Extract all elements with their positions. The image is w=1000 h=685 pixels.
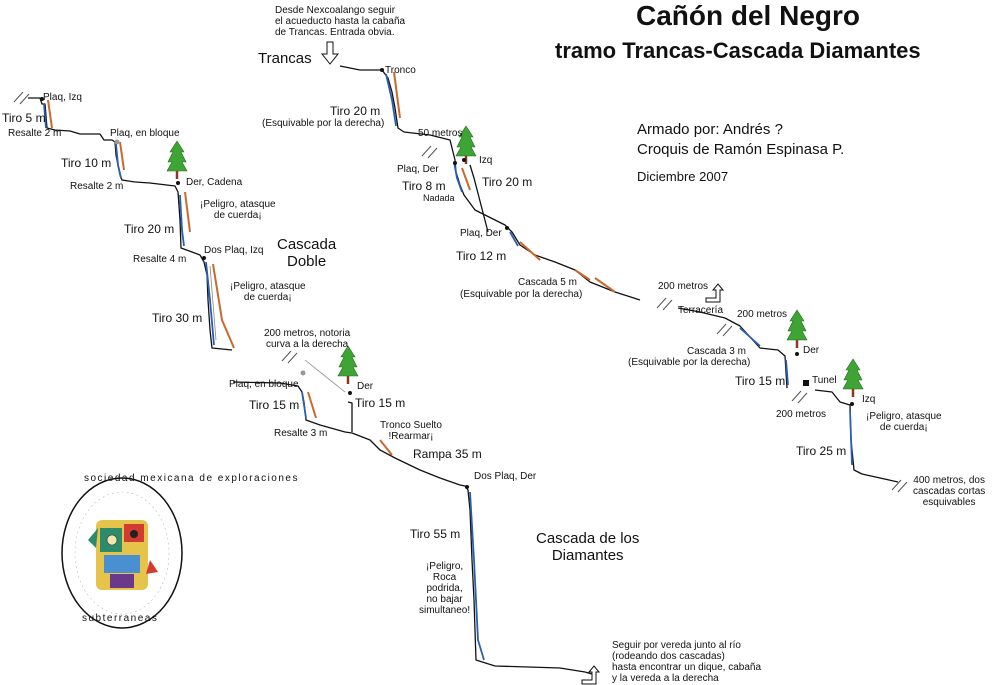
peligro-3-label: ¡Peligro, atasque de cuerda¡ <box>866 411 942 433</box>
logo-emblem-icon <box>61 477 183 629</box>
trancas-label: Trancas <box>258 50 312 67</box>
izq-label-1: Izq <box>479 155 493 166</box>
resalte-2b-label: Resalte 2 m <box>70 181 124 192</box>
tiro-20c-label: Tiro 20 m <box>124 222 175 236</box>
approach-note: Desde Nexcoalango seguir el acueducto ha… <box>275 5 406 38</box>
200-metros-c-label: 200 metros <box>776 409 827 420</box>
turn-up-arrow-icon <box>581 283 725 685</box>
left-rock-walls <box>47 99 393 456</box>
middle-rock-walls <box>393 71 616 293</box>
tiro-25-label: Tiro 25 m <box>796 444 847 458</box>
esquivable-3-label: (Esquivable por la derecha) <box>628 357 751 368</box>
200-metros-curva-label: 200 metros, notoria curva a la derecha <box>264 328 351 350</box>
tiro-8-label: Tiro 8 m <box>402 179 446 193</box>
middle-canyon-profile <box>339 65 788 389</box>
credit-armado: Armado por: Andrés ? <box>637 121 783 138</box>
cascada-doble-label: Cascada Doble <box>277 236 337 270</box>
plaq-der-label-2: Plaq, Der <box>460 228 502 239</box>
tiro-20a-label: Tiro 20 m <box>330 104 381 118</box>
izq-label-3: Izq <box>862 394 876 405</box>
left-rope-lines <box>209 265 346 393</box>
peligro-2-label: ¡Peligro, atasque de cuerda¡ <box>230 281 306 303</box>
200-metros-a-label: 200 metros <box>658 281 709 292</box>
tiro-12-label: Tiro 12 m <box>456 249 507 263</box>
tiro-30-label: Tiro 30 m <box>152 311 203 325</box>
middle-water-stream <box>385 73 789 386</box>
seguir-label: Seguir por vereda junto al río (rodeando… <box>612 640 761 684</box>
terraceria-label: Terracería <box>678 305 724 316</box>
plaq-bloque-2-label: Plaq, en bloque <box>229 379 299 390</box>
tronco-suelto-label: Tronco Suelto !Rearmar¡ <box>380 420 442 442</box>
credit-fecha: Diciembre 2007 <box>637 169 729 184</box>
400-metros-label: 400 metros, dos cascadas cortas esquivab… <box>913 475 986 508</box>
left-water-stream <box>43 103 485 661</box>
resalte-4-label: Resalte 4 m <box>133 254 187 265</box>
tiro-10-label: Tiro 10 m <box>61 156 112 170</box>
tiro-55-label: Tiro 55 m <box>410 527 461 541</box>
resalte-3-label: Resalte 3 m <box>274 428 328 439</box>
square-marker-icon <box>803 380 809 386</box>
der-cadena-label: Der, Cadena <box>186 177 243 188</box>
plaq-bloque-1-label: Plaq, en bloque <box>110 128 180 139</box>
right-water-stream <box>849 409 853 466</box>
dos-plaq-izq-label: Dos Plaq, Izq <box>204 245 264 256</box>
tunel-label: Tunel <box>812 375 837 386</box>
peligro-roca-label: ¡Peligro, Roca podrida, no bajar simulta… <box>419 561 471 616</box>
right-canyon-profile <box>814 389 899 483</box>
50-metros-label: 50 metros <box>418 128 463 139</box>
logo-text-bottom: subterraneas <box>82 613 159 624</box>
esquivable-2-label: (Esquivable por la derecha) <box>460 289 583 300</box>
page-subtitle: tramo Trancas-Cascada Diamantes <box>555 38 921 63</box>
arrow-down-icon <box>320 41 340 65</box>
resalte-2a-label: Resalte 2 m <box>8 128 62 139</box>
tiro-15a-label: Tiro 15 m <box>249 398 300 412</box>
logo-text-top: sociedad mexicana de exploraciones <box>84 473 299 484</box>
200-metros-b-label: 200 metros <box>737 309 788 320</box>
der-label-2: Der <box>357 381 374 392</box>
nadada-label: Nadada <box>423 193 455 203</box>
credit-croquis: Croquis de Ramón Espinasa P. <box>637 141 845 158</box>
peligro-1-label: ¡Peligro, atasque de cuerda¡ <box>200 199 276 221</box>
tree-icon <box>165 124 865 399</box>
anchor-dot-icon <box>40 68 854 489</box>
tronco-label: Tronco <box>385 65 416 76</box>
tiro-15c-label: Tiro 15 m <box>735 374 786 388</box>
der-label-3: Der <box>803 345 820 356</box>
tiro-20b-label: Tiro 20 m <box>482 175 533 189</box>
tiro-15b-label: Tiro 15 m <box>355 396 406 410</box>
plaq-der-label-1: Plaq, Der <box>397 164 439 175</box>
cascada-5-label: Cascada 5 m <box>518 277 577 288</box>
dos-plaq-der-label: Dos Plaq, Der <box>474 471 537 482</box>
tiro-5-label: Tiro 5 m <box>2 111 46 125</box>
diamantes-label: Cascada de los Diamantes <box>536 530 640 564</box>
rampa-35-label: Rampa 35 m <box>413 447 482 461</box>
page-title: Cañón del Negro <box>636 0 861 31</box>
plaq-izq-label: Plaq, Izq <box>43 92 82 103</box>
cascada-3-label: Cascada 3 m <box>687 346 746 357</box>
esquivable-1-label: (Esquivable por la derecha) <box>262 118 385 129</box>
